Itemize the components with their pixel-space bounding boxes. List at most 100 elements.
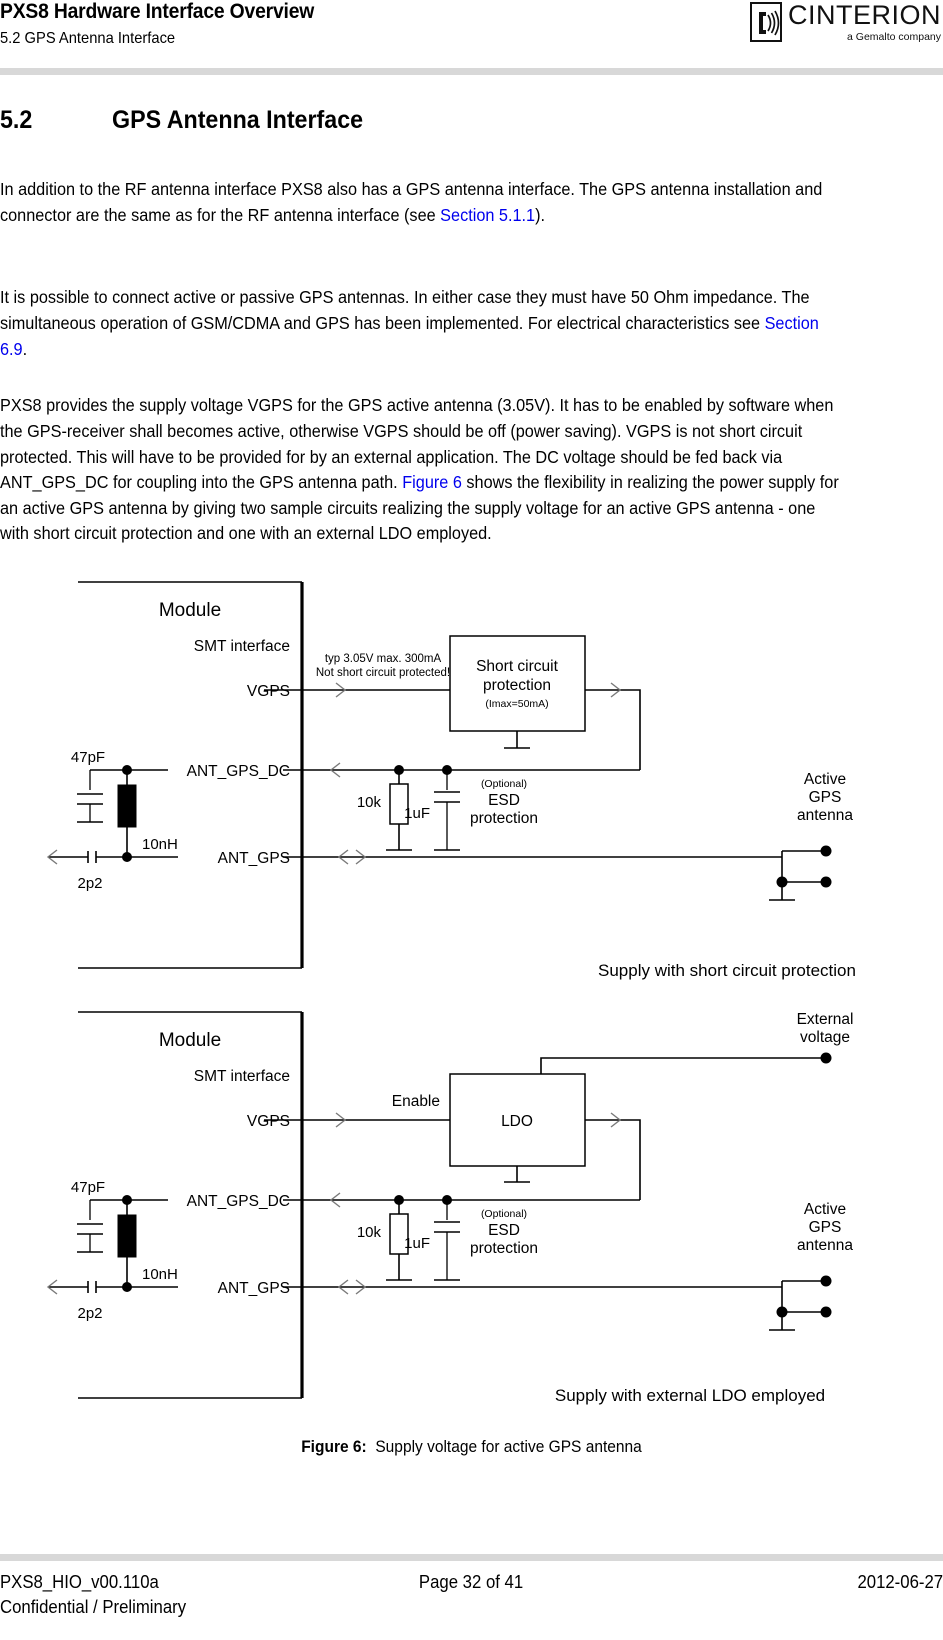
footer-page-number-wrap: Page 32 of 41 [0, 1572, 943, 1593]
module2-antenna-line2: GPS [809, 1219, 842, 1236]
module2-antenna-node [776, 1306, 788, 1318]
paragraph-2: It is possible to connect active or pass… [0, 285, 842, 362]
module2-ant-out-arrow [46, 1279, 58, 1295]
module1-ind-10nh-label: 10nH [142, 836, 178, 853]
module2-pin-ant-gps: ANT_GPS [218, 1280, 290, 1297]
paragraph-3-text-b: shows the flexibility in realizing the p… [0, 472, 839, 544]
module2-external-voltage-wire [540, 1057, 822, 1074]
module1-antenna-node [776, 876, 788, 888]
link-section-5-1-1[interactable]: Section 5.1.1 [440, 204, 536, 225]
module1-block-output-wire [585, 689, 641, 770]
figure-6-diagrams: Module SMT interface VGPS typ 3.05V max.… [0, 566, 943, 1436]
module1-ant-arrow-left [337, 849, 349, 865]
module2-ind-10nh-label: 10nH [142, 1266, 178, 1283]
module1-cap-1uf-label: 1uF [404, 805, 430, 822]
module1-ant-arrow-right [355, 849, 367, 865]
figure-caption-text: Supply voltage for active GPS antenna [375, 1438, 642, 1456]
module1-inductor-10nh [117, 784, 137, 828]
module2-pin-ant-gps-dc: ANT_GPS_DC [187, 1193, 290, 1210]
module1-note-line1: typ 3.05V max. 300mA [325, 653, 442, 665]
module2-esd-line1: ESD [488, 1222, 520, 1239]
paragraph-1-text-a: In addition to the RF antenna interface … [0, 179, 823, 225]
module1-esd-line2: protection [470, 810, 538, 827]
header-divider [0, 68, 943, 75]
module2-external-line1: External [797, 1011, 854, 1028]
module2-ldo-block [449, 1073, 586, 1167]
module2-esd-optional: (Optional) [481, 1208, 527, 1220]
paragraph-2-text-b: . [22, 338, 28, 359]
brand-tagline: a Gemalto company [847, 31, 941, 43]
module2-antenna-terminal-top [820, 1275, 832, 1287]
module2-ldo-output-arrow [610, 1112, 622, 1128]
brand-logo-text: CINTERION a Gemalto company [788, 2, 941, 43]
header-subtitle: 5.2 GPS Antenna Interface [0, 30, 176, 47]
module1-antenna-line3: antenna [797, 807, 853, 824]
module1-vgps-direction-arrow [335, 682, 347, 698]
module1-cap-2p2-label: 2p2 [77, 875, 102, 892]
diagram1-title: Supply with short circuit protection [598, 961, 856, 980]
module2-pin-vgps: VGPS [247, 1113, 290, 1130]
module2-external-line2: voltage [800, 1029, 850, 1046]
page-header: PXS8 Hardware Interface Overview 5.2 GPS… [0, 0, 943, 78]
figure-caption-label: Figure 6: [301, 1438, 367, 1456]
footer-page-number: Page 32 of 41 [419, 1572, 524, 1592]
footer-divider [0, 1554, 943, 1561]
module1-pin-vgps: VGPS [247, 683, 290, 700]
module2-cap-2p2-label: 2p2 [77, 1305, 102, 1322]
module1-block-output-arrow [610, 682, 622, 698]
module2-vgps-direction-arrow [335, 1112, 347, 1128]
module2-cap-47pf-label: 47pF [71, 1179, 105, 1196]
module2-external-voltage-terminal [820, 1052, 832, 1064]
module1-antenna-terminal-top [820, 845, 832, 857]
module1-short-circuit-block [449, 635, 586, 732]
module1-block-line2: protection [483, 677, 551, 694]
module2-smt-label: SMT interface [194, 1068, 290, 1085]
module2-esd-line2: protection [470, 1240, 538, 1257]
module1-pin-ant-gps: ANT_GPS [218, 850, 290, 867]
module1-smt-label: SMT interface [194, 638, 290, 655]
section-number: 5.2 [0, 106, 33, 134]
module1-res-10k-label: 10k [357, 794, 382, 811]
module2-ant-arrow-left [337, 1279, 349, 1295]
module1-block-line1: Short circuit [476, 658, 559, 675]
module2-dc-direction-arrow [329, 1192, 341, 1208]
module1-ant-out-arrow [46, 849, 58, 865]
module1-cap-47pf-label: 47pF [71, 749, 105, 766]
brand-logo: CINTERION a Gemalto company [750, 2, 941, 43]
diagram2-title: Supply with external LDO employed [555, 1386, 825, 1405]
module2-antenna-line3: antenna [797, 1237, 853, 1254]
footer-confidential: Confidential / Preliminary [0, 1597, 187, 1617]
module2-block-label: LDO [501, 1113, 533, 1130]
module1-antenna-line2: GPS [809, 789, 842, 806]
footer-date: 2012-06-27 [857, 1572, 943, 1592]
module2-ant-arrow-right [355, 1279, 367, 1295]
paragraph-3: PXS8 provides the supply voltage VGPS fo… [0, 393, 842, 547]
paragraph-1-text-b: ). [535, 204, 546, 225]
link-section-6-9[interactable]: Section 6.9 [0, 312, 819, 359]
module2-enable-label: Enable [392, 1093, 440, 1110]
module1-dc-direction-arrow [329, 762, 341, 778]
module1-antenna-terminal-bottom [820, 876, 832, 888]
header-title: PXS8 Hardware Interface Overview [0, 0, 315, 23]
cinterion-antenna-logo-icon [750, 2, 782, 42]
diagram-external-ldo: Module SMT interface VGPS Enable LDO Ext… [46, 1011, 854, 1405]
module1-block-line3: (Imax=50mA) [485, 698, 548, 710]
section-title: GPS Antenna Interface [112, 106, 364, 134]
module1-esd-optional: (Optional) [481, 778, 527, 790]
module2-antenna-line1: Active [804, 1201, 846, 1218]
link-figure-6[interactable]: Figure 6 [402, 472, 462, 493]
module1-pin-ant-gps-dc: ANT_GPS_DC [187, 763, 290, 780]
circuit-schematics: Module SMT interface VGPS typ 3.05V max.… [46, 581, 856, 1405]
module2-cap-1uf-label: 1uF [404, 1235, 430, 1252]
module2-antenna-terminal-bottom [820, 1306, 832, 1318]
footer-doc-id: PXS8_HIO_v00.110a [0, 1572, 159, 1592]
brand-name: CINTERION [788, 0, 941, 30]
module1-antenna-line1: Active [804, 771, 846, 788]
module2-inductor-10nh [117, 1214, 137, 1258]
module2-ldo-output-wire [585, 1119, 641, 1200]
page-footer: PXS8_HIO_v00.110a Confidential / Prelimi… [0, 1572, 943, 1632]
figure-caption: Figure 6: Supply voltage for active GPS … [28, 1438, 914, 1457]
module1-label: Module [159, 600, 221, 621]
module1-note-line2: Not short circuit protected! [316, 667, 450, 679]
